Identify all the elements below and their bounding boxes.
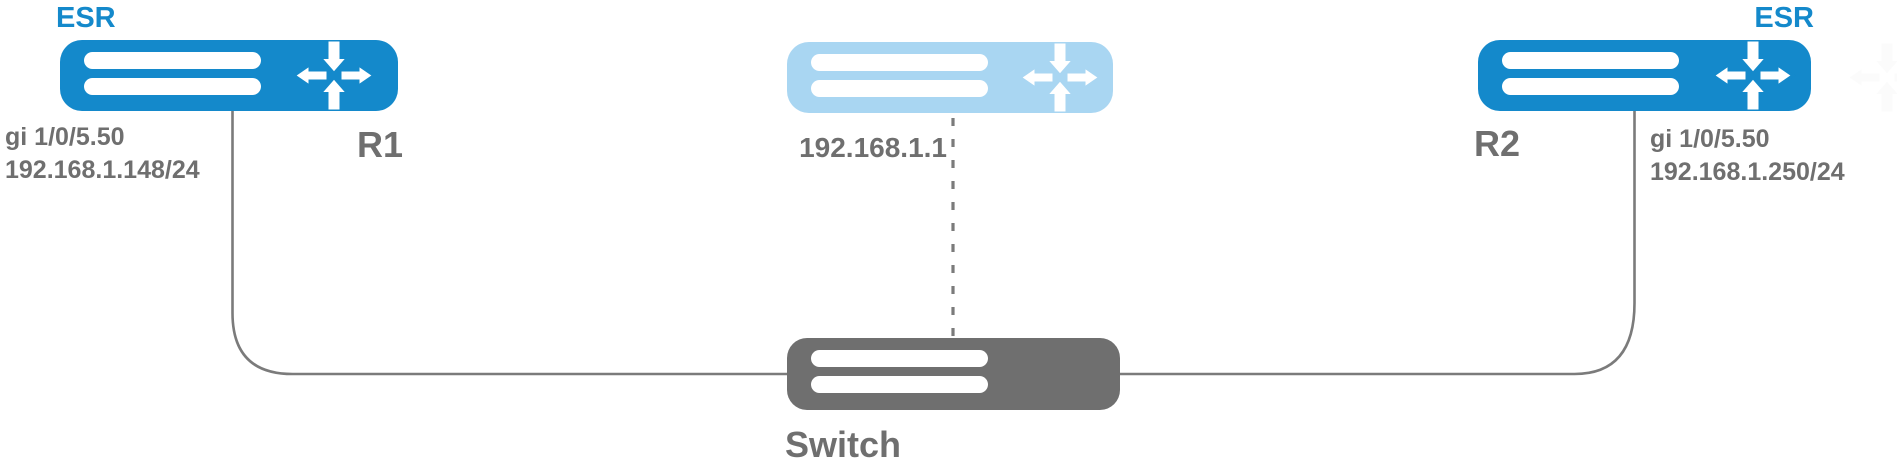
- r2-interface-label: gi 1/0/5.50: [1650, 125, 1770, 153]
- r1-name-label: R1: [357, 124, 404, 165]
- r1-interface-label: gi 1/0/5.50: [5, 123, 125, 151]
- front-panel-stripe: [811, 350, 988, 367]
- r1-interface-info: gi 1/0/5.50 192.168.1.148/24: [5, 121, 200, 187]
- front-panel-stripe: [811, 376, 988, 393]
- router-virtual: [787, 42, 1113, 113]
- wire-r2-to-switch: [1117, 110, 1636, 376]
- router-arrows-icon: [1710, 40, 1796, 111]
- virtual-router-ip-label: 192.168.1.1: [799, 132, 947, 163]
- front-panel-stripe: [84, 52, 261, 69]
- ghost-router-arrows-icon: [1844, 42, 1897, 113]
- r1-ip-label: 192.168.1.148/24: [5, 156, 200, 184]
- r2-platform-label: ESR: [1754, 2, 1814, 34]
- front-panel-stripe: [811, 54, 988, 71]
- router-arrows-icon: [1017, 42, 1103, 113]
- r2-ip-label: 192.168.1.250/24: [1650, 158, 1845, 186]
- switch-name-label: Switch: [785, 424, 902, 461]
- router-r1: [60, 40, 398, 111]
- front-panel-stripe: [811, 80, 988, 97]
- router-r2: [1478, 40, 1811, 111]
- front-panel-stripe: [1502, 78, 1679, 95]
- r2-interface-info: gi 1/0/5.50 192.168.1.250/24: [1650, 123, 1845, 189]
- switch: [787, 338, 1120, 410]
- front-panel-stripe: [84, 78, 261, 95]
- r2-name-label: R2: [1474, 123, 1521, 164]
- front-panel-stripe: [1502, 52, 1679, 69]
- r1-platform-label: ESR: [56, 2, 116, 34]
- router-arrows-icon: [291, 40, 377, 111]
- wire-r1-to-switch: [231, 110, 790, 376]
